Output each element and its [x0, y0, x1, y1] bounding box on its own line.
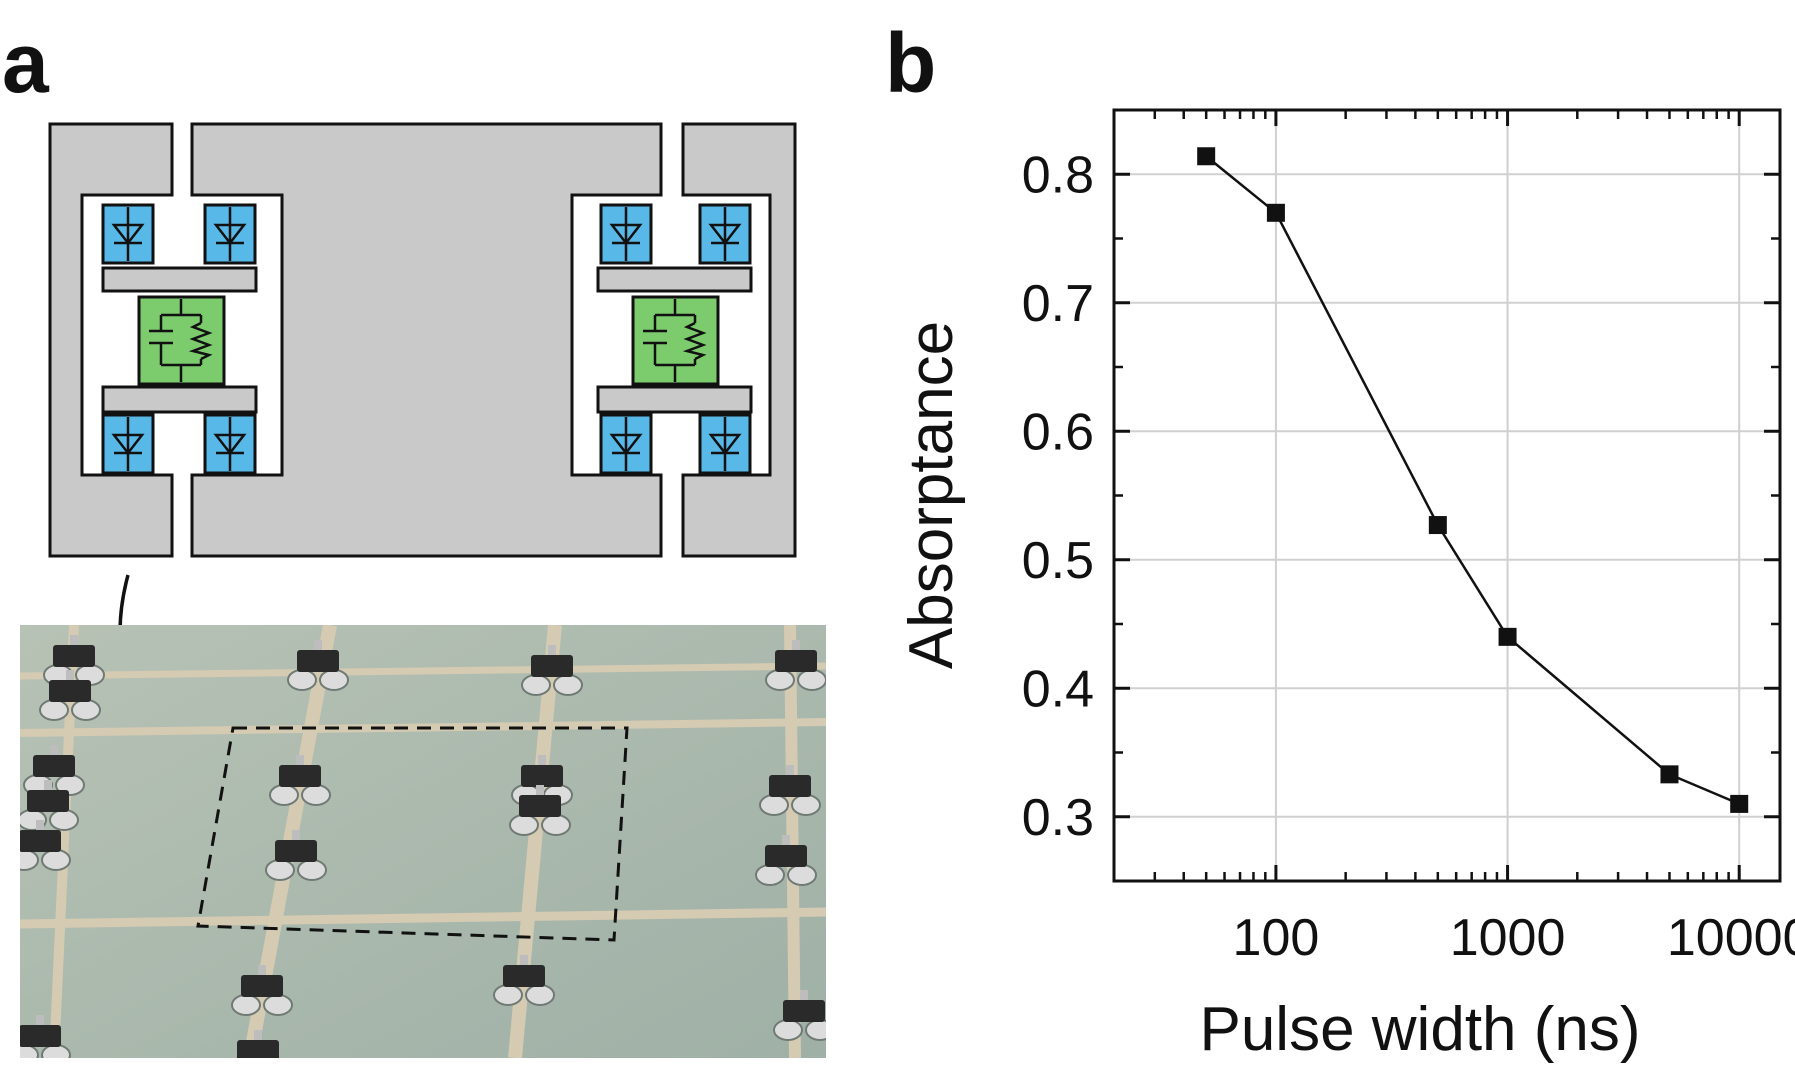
- smd-diode-icon: [287, 640, 349, 691]
- smd-diode-icon: [773, 990, 826, 1041]
- data-point: [1197, 147, 1216, 166]
- data-point: [1660, 765, 1679, 784]
- data-point: [1730, 794, 1749, 813]
- panel-b-label: b: [885, 16, 936, 110]
- rc-load-icon: [631, 295, 720, 386]
- diode-icon: [698, 203, 752, 265]
- smd-diode-icon: [20, 820, 71, 871]
- metal-patch-left: [48, 122, 174, 558]
- x-tick-label: 1000: [1450, 909, 1566, 967]
- pad-top-right: [596, 266, 753, 293]
- absorptance-line: [1205, 155, 1740, 806]
- smd-diode-icon: [269, 755, 331, 806]
- axis-ticks: [1112, 108, 1780, 883]
- smd-diode-icon: [39, 670, 101, 721]
- absorptance-chart: 0.3 0.4 0.5 0.6 0.7 0.8 100 1000 10000 Absorpta…: [897, 108, 1795, 1064]
- rc-load-icon: [137, 295, 226, 386]
- diode-icon: [599, 413, 653, 475]
- y-tick-label: 0.3: [1022, 789, 1094, 847]
- circuit-left: [101, 203, 258, 475]
- data-point: [1498, 627, 1517, 646]
- data-point: [1428, 516, 1447, 535]
- pad-bottom-left: [101, 385, 258, 414]
- unit-cell-schematic: [48, 122, 797, 558]
- smd-diode-icon: [493, 955, 555, 1006]
- pad-bottom-right: [596, 385, 753, 414]
- y-tick-labels: 0.3 0.4 0.5 0.6 0.7 0.8: [1022, 146, 1094, 847]
- chart-grid: [1114, 110, 1780, 881]
- diode-icon: [203, 203, 257, 265]
- smd-diode-icon: [20, 1015, 71, 1058]
- circuit-right: [596, 203, 753, 475]
- metal-patch-right: [681, 122, 797, 558]
- y-tick-label: 0.6: [1022, 403, 1094, 461]
- smd-diode-icon: [759, 765, 821, 816]
- data-point: [1266, 203, 1285, 222]
- smd-diode-icon: [509, 785, 571, 836]
- metal-patch-center: [190, 122, 663, 558]
- smd-diode-icon: [237, 1030, 279, 1058]
- smd-diode-icon: [755, 835, 817, 886]
- x-tick-label: 100: [1233, 909, 1320, 967]
- x-tick-label: 10000: [1667, 909, 1795, 967]
- unit-cell-highlight: [196, 726, 629, 942]
- smd-diode-icon: [521, 645, 583, 696]
- y-tick-label: 0.8: [1022, 146, 1094, 204]
- x-tick-labels: 100 1000 10000: [1233, 909, 1795, 967]
- diode-icon: [599, 203, 653, 265]
- plot-frame: [1112, 108, 1782, 883]
- board-photo: [20, 625, 826, 1058]
- panel-a-label: a: [2, 16, 50, 110]
- diode-icon: [101, 203, 155, 265]
- y-tick-label: 0.7: [1022, 275, 1094, 333]
- x-axis-title: Pulse width (ns): [1199, 995, 1640, 1064]
- smd-diode-icon: [265, 830, 327, 881]
- smd-diode-icon: [765, 640, 826, 691]
- smd-diode-icon: [231, 965, 293, 1016]
- series-line: [1197, 147, 1749, 813]
- diode-icon: [698, 413, 752, 475]
- y-tick-label: 0.4: [1022, 660, 1094, 718]
- y-tick-label: 0.5: [1022, 532, 1094, 590]
- pad-top-left: [101, 266, 258, 293]
- y-axis-title: Absorptance: [897, 321, 966, 669]
- diode-icon: [101, 413, 155, 475]
- diode-icon: [203, 413, 257, 475]
